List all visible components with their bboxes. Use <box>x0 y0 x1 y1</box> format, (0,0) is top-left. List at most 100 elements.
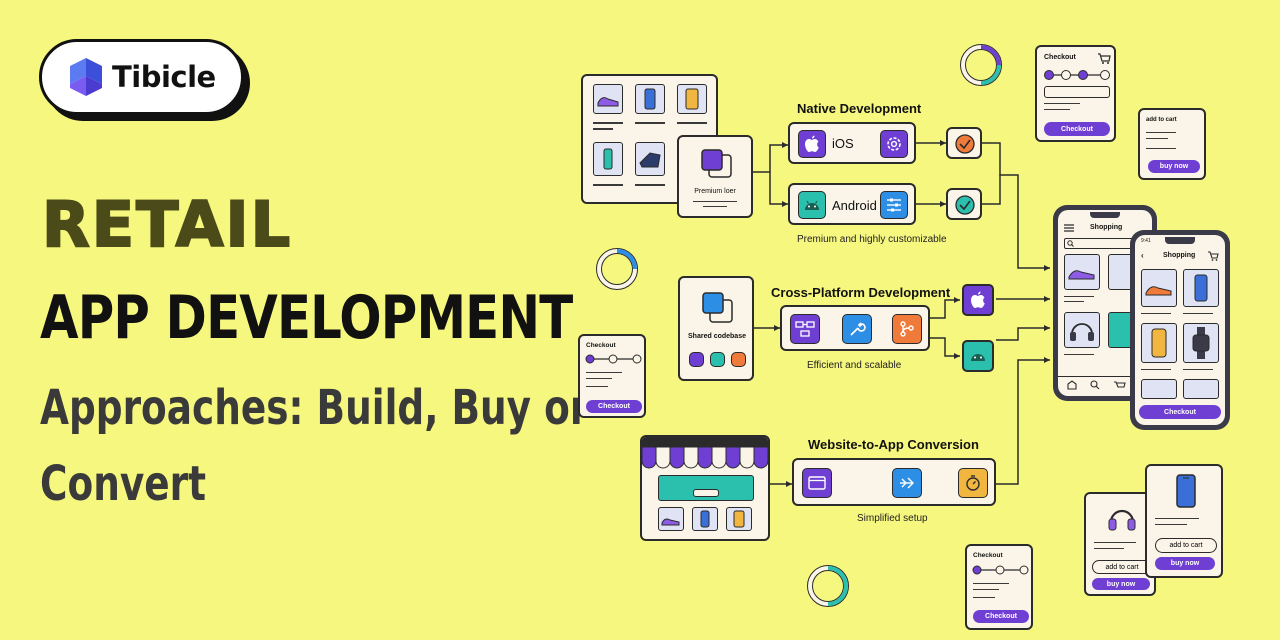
check-badge <box>946 127 982 159</box>
workflow-icon <box>790 314 820 344</box>
shared-codebase-card: Shared codebase <box>678 276 754 381</box>
apple-icon <box>798 130 826 158</box>
menu-icon[interactable] <box>1064 224 1074 232</box>
product-tile[interactable] <box>726 507 752 531</box>
checkout-button[interactable]: Checkout <box>973 610 1029 623</box>
headphones-icon <box>1108 509 1136 531</box>
phone-icon <box>700 510 710 528</box>
checkout-button[interactable]: Checkout <box>586 400 642 413</box>
product-card-headphones: add to cart buy now <box>1084 492 1156 596</box>
checkout-button[interactable]: Checkout <box>1139 405 1221 419</box>
sneaker-icon <box>597 97 619 107</box>
sneaker-icon <box>661 518 680 526</box>
cross-platform-pipeline[interactable] <box>780 305 930 351</box>
product-tile[interactable] <box>1183 269 1219 307</box>
layers-icon <box>701 149 732 178</box>
cart-icon[interactable] <box>1207 251 1219 261</box>
premium-layer-label: Premium loer <box>694 188 736 195</box>
product-card-phone: add to cart buy now <box>1145 464 1223 578</box>
shared-layers-icon <box>702 292 733 323</box>
add-to-cart-button[interactable]: add to cart <box>1092 560 1152 574</box>
phone-case-icon <box>733 510 745 528</box>
add-to-cart-button[interactable]: add to cart <box>1155 538 1217 553</box>
product-tile[interactable] <box>1064 254 1100 290</box>
checkout-steps <box>972 565 1029 575</box>
phone-icon <box>644 88 656 110</box>
phone-front: 9:41 ‹ Shopping Checkout <box>1130 230 1230 430</box>
git-branch-icon <box>892 314 922 344</box>
storefront-card <box>640 435 770 541</box>
settings-gear-icon <box>880 130 908 158</box>
check-circle-icon <box>955 134 975 154</box>
product-tile[interactable] <box>658 507 684 531</box>
sneaker-icon <box>1068 270 1095 280</box>
website-conversion-pipeline[interactable] <box>792 458 996 506</box>
buy-now-button[interactable]: buy now <box>1155 557 1215 570</box>
smartwatch-icon <box>1192 327 1210 359</box>
cross-caption: Efficient and scalable <box>807 360 902 371</box>
phone-icon <box>1194 274 1208 302</box>
color-swatch <box>710 352 725 367</box>
product-tile[interactable] <box>1141 323 1177 363</box>
website-caption: Simplified setup <box>857 513 928 524</box>
checkout-button[interactable]: Checkout <box>1044 122 1110 136</box>
sliders-icon <box>880 191 908 219</box>
native-title: Native Development <box>797 101 922 116</box>
color-swatch <box>689 352 704 367</box>
checkout-card: Checkout Checkout <box>965 544 1033 630</box>
buy-now-button[interactable]: buy now <box>1148 160 1200 173</box>
headline-retail: RETAIL <box>41 187 293 262</box>
product-tile[interactable] <box>1141 379 1177 399</box>
tibicle-logo-icon <box>70 58 102 96</box>
headline-approaches: Approaches: Build, Buy or <box>40 380 589 436</box>
phone-front-title: Shopping <box>1163 252 1196 259</box>
apple-icon <box>962 284 994 316</box>
checkout-card: Checkout Checkout <box>1035 45 1116 142</box>
store-banner <box>658 475 754 501</box>
stopwatch-icon <box>958 468 988 498</box>
back-chevron-icon[interactable]: ‹ <box>1141 251 1144 260</box>
progress-ring-icon <box>596 248 638 290</box>
buy-now-button[interactable]: buy now <box>1092 578 1150 590</box>
tab-bar[interactable] <box>1066 380 1146 390</box>
product-tile[interactable] <box>1064 312 1100 348</box>
headphones-icon <box>1070 323 1094 341</box>
phone-icon <box>1176 474 1196 508</box>
native-caption: Premium and highly customizable <box>797 234 947 245</box>
cart-icon <box>1098 53 1111 64</box>
android-label: Android <box>832 198 877 213</box>
headline-app-development: APP DEVELOPMENT <box>40 283 573 353</box>
brand-logo[interactable]: Tibicle <box>39 39 244 115</box>
status-time: 9:41 <box>1141 238 1151 244</box>
cross-title: Cross-Platform Development <box>771 285 951 300</box>
ios-label: iOS <box>832 136 854 151</box>
product-tile[interactable] <box>593 142 623 176</box>
phone-back-title: Shopping <box>1090 224 1123 231</box>
brand-name: Tibicle <box>112 60 216 94</box>
product-tile[interactable] <box>677 84 707 114</box>
product-tile[interactable] <box>1183 323 1219 363</box>
check-badge <box>946 188 982 220</box>
product-tile[interactable] <box>1141 269 1177 307</box>
android-option[interactable]: Android <box>788 183 916 225</box>
checkout-card: Checkout Checkout <box>578 334 646 418</box>
conversion-arrow-icon <box>892 468 922 498</box>
browser-window-icon <box>802 468 832 498</box>
android-icon <box>962 340 994 372</box>
checkout-title: Checkout <box>973 552 1003 559</box>
premium-layer-card: Premium loer <box>677 135 753 218</box>
ios-option[interactable]: iOS <box>788 122 916 164</box>
product-tile[interactable] <box>635 84 665 114</box>
bottle-icon <box>603 148 613 170</box>
checkout-steps <box>1044 70 1110 80</box>
check-circle-icon <box>955 195 975 215</box>
progress-ring-icon <box>960 44 1002 86</box>
product-tile[interactable] <box>593 84 623 114</box>
shared-codebase-label: Shared codebase <box>688 333 746 340</box>
website-title: Website-to-App Conversion <box>808 437 979 452</box>
product-tile[interactable] <box>692 507 718 531</box>
add-to-cart-title: add to cart <box>1146 117 1177 123</box>
product-tile[interactable] <box>635 142 665 176</box>
color-swatch <box>731 352 746 367</box>
product-tile[interactable] <box>1183 379 1219 399</box>
